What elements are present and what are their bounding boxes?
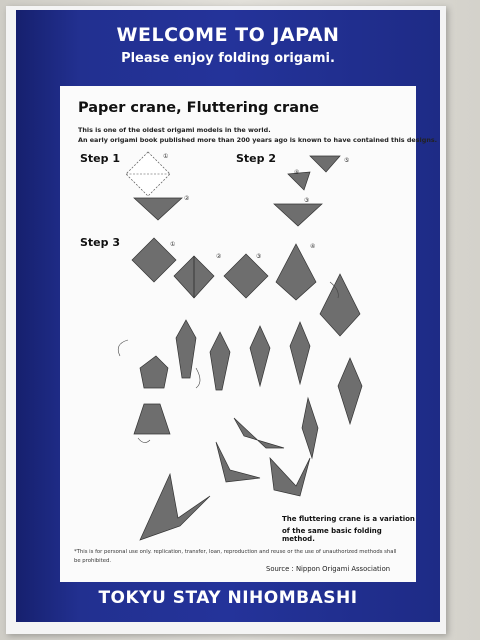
step2-fold-c xyxy=(273,203,323,227)
poster: WELCOME TO JAPAN Please enjoy folding or… xyxy=(16,10,440,622)
panel-title: Paper crane, Fluttering crane xyxy=(78,100,320,116)
poster-subtitle: Please enjoy folding origami. xyxy=(121,51,335,66)
petal-fold-1 xyxy=(209,331,231,391)
kite-fold-1 xyxy=(275,243,317,301)
panel-description-1: This is one of the oldest origami models… xyxy=(78,126,271,134)
num-5: ③ xyxy=(304,197,309,204)
crane-body-b xyxy=(175,319,197,379)
num-6: ① xyxy=(170,241,175,248)
square-base-1 xyxy=(131,237,177,283)
petal-fold-4 xyxy=(337,357,363,426)
square-base-3 xyxy=(223,253,269,299)
fluttering-crane xyxy=(269,456,311,497)
instructions-panel: Paper crane, Fluttering crane This is on… xyxy=(60,86,437,582)
origami-diagram: ① ② ⑤ ④ ③ ① ② ③ ④ xyxy=(117,151,363,541)
crane-flap-a xyxy=(215,441,261,483)
usage-disclaimer: *This is for personal use only. replicat… xyxy=(74,549,397,564)
num-2: ② xyxy=(184,195,190,202)
triangle-fold-shape xyxy=(133,197,183,221)
poster-title: WELCOME TO JAPAN xyxy=(116,24,340,46)
fold-arrow-4 xyxy=(137,437,151,443)
kite-fold-2 xyxy=(319,273,361,337)
crane-legs-a xyxy=(133,403,171,435)
crane-wing-a xyxy=(233,417,285,449)
fluttering-note-line-1: The fluttering crane is a variation xyxy=(282,515,415,523)
step-2-label: Step 2 xyxy=(236,152,276,165)
num-1: ① xyxy=(163,153,168,160)
step2-fold-b xyxy=(287,171,311,191)
fold-arrow-1 xyxy=(195,367,201,389)
finished-crane xyxy=(139,472,211,541)
step2-fold-a xyxy=(309,155,341,173)
step-1-label: Step 1 xyxy=(80,152,120,165)
hotel-brand: TOKYU STAY NIHOMBASHI xyxy=(98,588,358,608)
num-3: ⑤ xyxy=(344,157,349,164)
step-3-label: Step 3 xyxy=(80,236,120,249)
fold-arrow-3 xyxy=(329,281,339,299)
panel-description-2: An early origami book published more tha… xyxy=(78,136,438,144)
num-9: ④ xyxy=(310,243,315,250)
crane-body-a xyxy=(139,355,169,389)
fluttering-note-line-2: of the same basic folding method. xyxy=(282,527,382,543)
crane-neck-b xyxy=(301,396,319,460)
petal-fold-3 xyxy=(289,321,311,386)
num-8: ③ xyxy=(256,253,261,260)
source-credit: Source : Nippon Origami Association xyxy=(266,565,391,573)
num-4: ④ xyxy=(294,169,299,176)
num-7: ② xyxy=(216,253,222,260)
fold-arrow-2 xyxy=(117,339,129,357)
petal-fold-2 xyxy=(249,325,271,388)
